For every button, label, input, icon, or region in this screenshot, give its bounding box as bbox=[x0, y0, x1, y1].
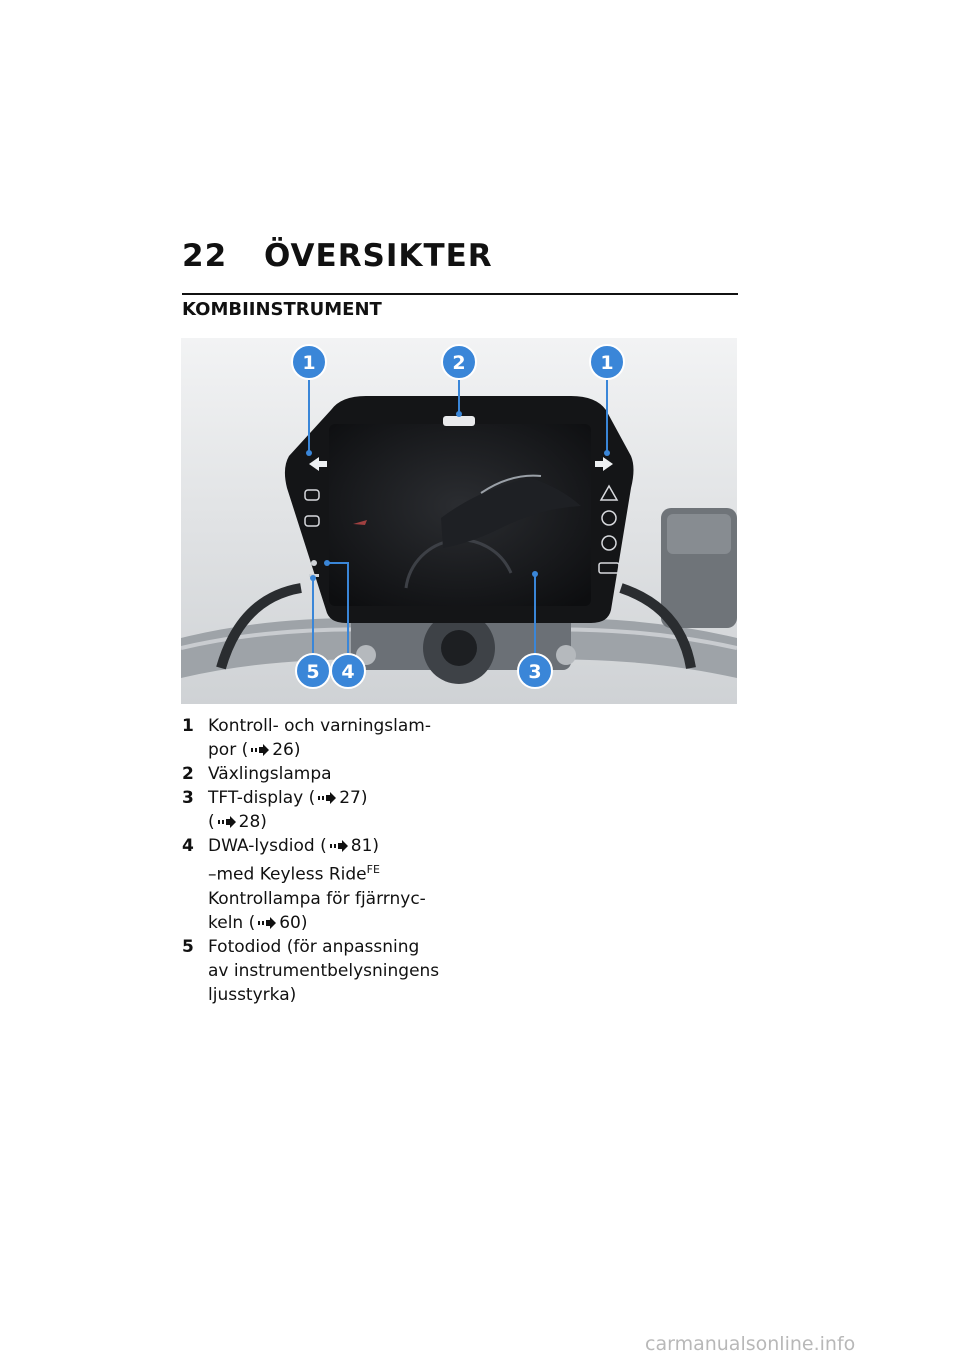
legend-item: 5 Fotodiod (för anpassning av instrument… bbox=[182, 935, 452, 1007]
watermark: carmanualsonline.info bbox=[645, 1333, 856, 1355]
legend-item: 1 Kontroll- och varningslam- por ( 26) bbox=[182, 714, 452, 762]
callout-marker: 1 bbox=[291, 344, 327, 380]
page-number: 22 bbox=[182, 238, 228, 274]
legend-text: ( bbox=[208, 812, 215, 832]
page-header: 22 ÖVERSIKTER bbox=[182, 238, 738, 274]
legend-text: –med Keyless Ride bbox=[208, 864, 367, 885]
legend-number: 4 bbox=[182, 836, 194, 856]
callout-5: 5 bbox=[306, 661, 319, 683]
callout-marker: 5 bbox=[295, 653, 331, 689]
page-reference-arrow-icon bbox=[217, 816, 236, 828]
legend-item: 3 TFT-display ( 27) (28) bbox=[182, 786, 452, 834]
legend-number: 1 bbox=[182, 716, 194, 736]
callout-4: 4 bbox=[341, 661, 354, 683]
legend-text: por ( bbox=[208, 740, 249, 760]
legend-text: Kontrollampa för fjärrnyc- bbox=[208, 888, 426, 909]
callout-3: 3 bbox=[528, 661, 541, 683]
legend-number: 5 bbox=[182, 936, 194, 957]
legend-text: av instrumentbelysningens bbox=[208, 960, 440, 981]
page-reference[interactable]: 26) bbox=[272, 740, 301, 760]
page-reference-arrow-icon bbox=[258, 916, 277, 929]
legend-number: 3 bbox=[182, 788, 194, 808]
callout-1-left: 1 bbox=[302, 352, 315, 374]
legend-number: 2 bbox=[182, 764, 194, 784]
page-reference-arrow-icon bbox=[329, 840, 348, 852]
legend-superscript: FE bbox=[366, 863, 380, 876]
callout-marker: 4 bbox=[330, 653, 366, 689]
legend-text: ljusstyrka) bbox=[208, 984, 297, 1005]
page-reference-arrow-icon bbox=[318, 792, 337, 804]
legend-text: keln ( bbox=[208, 912, 256, 933]
legend-text: Kontroll- och varningslam- bbox=[208, 716, 431, 736]
callout-1-right: 1 bbox=[600, 352, 613, 374]
page-reference[interactable]: 60) bbox=[279, 912, 308, 933]
legend-item: 4 DWA-lysdiod ( 81) –med Keyless RideFE K… bbox=[182, 834, 452, 935]
legend-text: DWA-lysdiod ( bbox=[208, 836, 327, 856]
legend-item: 2 Växlingslampa bbox=[182, 762, 452, 786]
callout-marker: 1 bbox=[589, 344, 625, 380]
callout-marker: 3 bbox=[517, 653, 553, 689]
legend-text: Fotodiod (för anpassning bbox=[208, 936, 420, 957]
page-reference-arrow-icon bbox=[251, 744, 270, 756]
instrument-cluster-figure: 1 2 1 5 4 3 bbox=[181, 338, 737, 704]
callout-marker: 2 bbox=[441, 344, 477, 380]
callout-2: 2 bbox=[452, 352, 465, 374]
instrument-cluster-illustration: 1 2 1 5 4 3 bbox=[181, 338, 737, 704]
section-title: KOMBIINSTRUMENT bbox=[182, 293, 738, 320]
legend-text: Växlingslampa bbox=[208, 764, 332, 784]
page-reference[interactable]: 27) bbox=[339, 788, 368, 808]
page-reference[interactable]: 28) bbox=[238, 812, 267, 832]
page-reference[interactable]: 81) bbox=[350, 836, 380, 856]
legend-text: TFT-display ( bbox=[208, 788, 316, 808]
legend-list: 1 Kontroll- och varningslam- por ( 26) 2 … bbox=[182, 714, 452, 1007]
chapter-title: ÖVERSIKTER bbox=[264, 238, 493, 274]
